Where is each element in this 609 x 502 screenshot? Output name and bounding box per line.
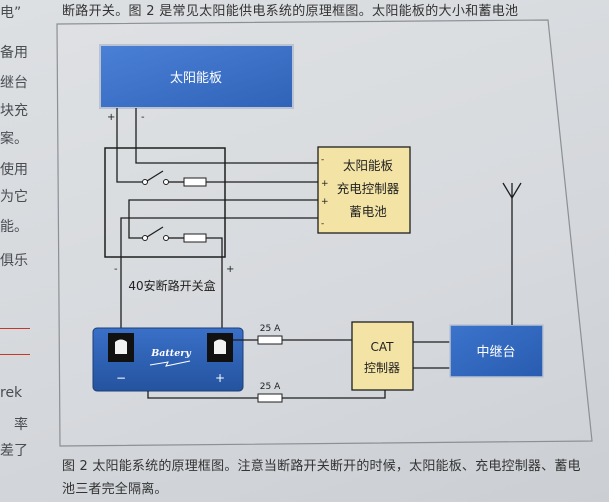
controller-label-line: 蓄电池	[349, 204, 387, 219]
controller-label-line: 太阳能板	[343, 158, 394, 173]
solar-panel-minus: -	[141, 112, 145, 123]
breaker-box-plus: +	[226, 264, 234, 275]
battery-positive-terminal-icon	[207, 333, 233, 362]
battery-negative-terminal-icon	[108, 333, 134, 362]
charge-controller	[317, 146, 411, 234]
controller-label-line: 充电控制器	[337, 181, 400, 196]
wire-battery-positive	[128, 199, 318, 239]
battery-label: Battery	[150, 348, 192, 359]
fuse-rating: 25 A	[260, 324, 281, 334]
wire-battery-to-cat-lower	[147, 390, 386, 399]
controller-sign: +	[321, 179, 329, 189]
figure-caption-line: 池三者完全隔离。	[62, 482, 168, 497]
wire-panel-negative	[135, 108, 318, 164]
switch-icon	[142, 170, 169, 185]
left-column-fragment: 块充	[0, 103, 28, 119]
left-column-fragment: 能。	[0, 219, 28, 235]
left-column-fragment: 案。	[0, 131, 28, 147]
repeater	[449, 324, 544, 378]
fuse-icon	[183, 233, 207, 243]
wire-cat-to-repeater	[413, 341, 450, 369]
wire-panel-positive	[116, 108, 142, 183]
left-column-fragment: 电”	[0, 5, 22, 21]
left-column-fragment: 俱乐	[0, 253, 28, 269]
left-column-fragment: 差了	[0, 443, 28, 459]
fuse-icon	[257, 393, 283, 403]
left-column-fragment: 为它	[0, 189, 28, 205]
battery-bolt-icon	[149, 360, 191, 367]
switch-icon	[142, 226, 169, 241]
left-column-fragment: rek	[0, 385, 23, 401]
fuse-icon	[183, 177, 207, 187]
controller-sign: +	[321, 197, 329, 207]
cat-controller-label-line: CAT	[371, 340, 395, 354]
fuse-rating: 25 A	[260, 382, 281, 392]
wire-battery-negative	[120, 217, 318, 333]
top-body-text: 断路开关。图 2 是常见太阳能供电系统的原理框图。太阳能板的大小和蓄电池	[62, 4, 519, 19]
controller-sign: -	[321, 155, 324, 165]
fuse-icon	[257, 335, 283, 345]
breaker-box	[104, 147, 226, 258]
cat-controller-label-line: 控制器	[364, 361, 400, 375]
battery-plus: +	[215, 371, 225, 385]
solar-panel	[99, 44, 294, 109]
figure-caption-line: 图 2 太阳能系统的原理框图。注意当断路开关断开的时候，太阳能板、充电控制器、蓄…	[62, 459, 581, 474]
left-column-fragment: 备用	[0, 45, 28, 61]
left-column-fragment: 率	[14, 417, 28, 433]
controller-sign: -	[321, 219, 324, 229]
battery-minus: −	[116, 371, 126, 385]
cat-controller	[351, 321, 414, 391]
wire-battery-positive	[206, 237, 223, 333]
breaker-box-label: 40安断路开关盒	[128, 278, 215, 293]
margin-red-rule	[0, 328, 30, 329]
repeater-label: 中继台	[476, 345, 515, 360]
solar-panel-plus: +	[107, 112, 115, 123]
antenna-icon	[502, 182, 522, 325]
margin-red-rule	[0, 354, 30, 355]
solar-panel-label: 太阳能板	[170, 71, 222, 86]
breaker-box-minus: -	[114, 264, 118, 275]
left-column-fragment: 使用	[0, 162, 28, 178]
left-column-fragment: 继台	[0, 75, 28, 91]
